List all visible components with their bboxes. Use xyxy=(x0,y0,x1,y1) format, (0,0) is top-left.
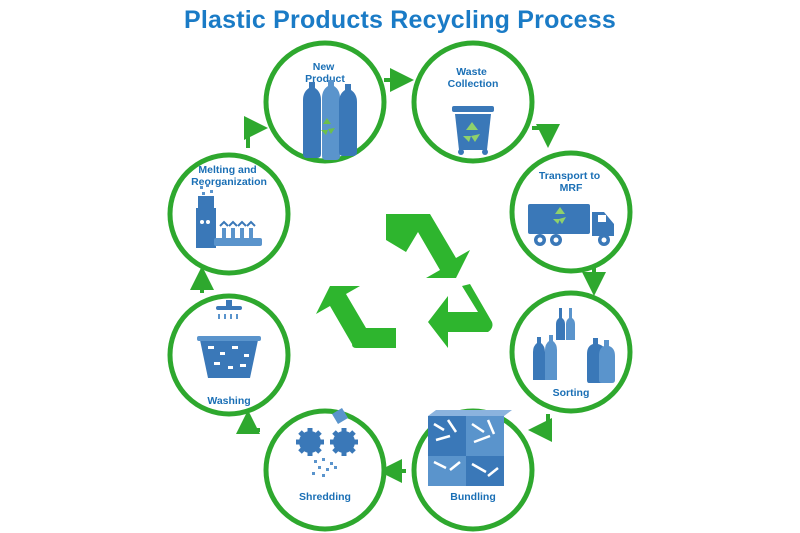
recycle-symbol-icon xyxy=(316,214,493,348)
label-washing: Washing xyxy=(207,395,250,407)
ring-shredding xyxy=(263,408,387,532)
label-waste-collection: Waste Collection xyxy=(448,66,499,90)
label-bundling: Bundling xyxy=(450,491,496,503)
bales-icon xyxy=(428,410,512,486)
page-title: Plastic Products Recycling Process xyxy=(184,6,616,34)
recycle-bin-icon xyxy=(452,106,494,155)
label-sorting: Sorting xyxy=(553,387,590,399)
arrow-sorting-to-bundling xyxy=(528,414,552,442)
arrow-collection-to-transport xyxy=(532,124,560,148)
sorted-bottles-icon xyxy=(533,308,615,383)
label-transport: Transport to MRF xyxy=(539,170,603,194)
step-rings xyxy=(167,40,633,532)
label-shredding: Shredding xyxy=(299,491,351,503)
flow-arrows xyxy=(190,68,606,483)
label-new-product: New Product xyxy=(305,61,345,85)
step-labels: New Product Waste Collection Transport t… xyxy=(191,61,603,503)
arrow-shredding-to-washing xyxy=(236,410,260,434)
shredder-gears-icon xyxy=(296,408,358,477)
truck-icon xyxy=(528,204,614,246)
bottles-recycle-icon xyxy=(303,80,357,160)
washing-tub-icon xyxy=(197,300,261,378)
label-melting: Melting and Reorganization xyxy=(191,164,267,188)
ring-waste-collection xyxy=(411,40,535,164)
arrow-melting-to-new xyxy=(244,116,268,148)
melting-machine-icon xyxy=(196,184,262,248)
